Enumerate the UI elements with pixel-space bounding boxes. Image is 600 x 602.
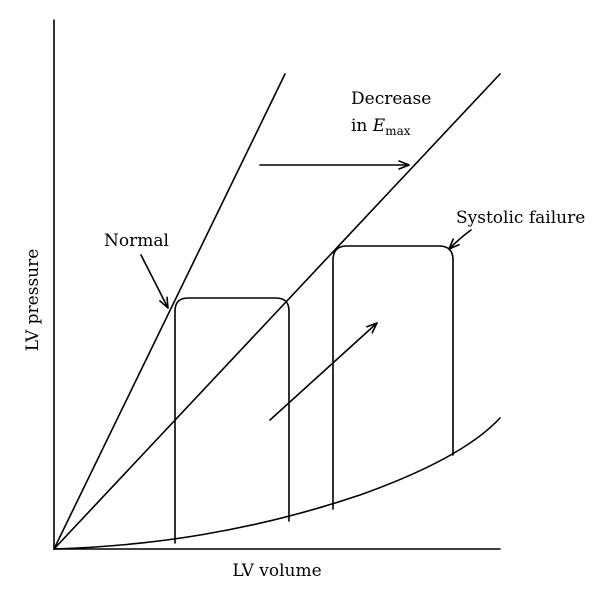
decreased-emax-espvr-line: [53, 73, 501, 550]
decrease-emax-label: in Emax: [351, 116, 411, 138]
y-axis-label: LV pressure: [23, 249, 43, 352]
systolic-failure-pv-loop: [332, 245, 454, 510]
x-axis-label: LV volume: [232, 561, 321, 581]
normal-pointer-arrow: [140, 254, 169, 309]
decrease-in-text: in: [351, 116, 373, 136]
normal-label: Normal: [104, 231, 169, 251]
decrease-label: Decrease: [351, 89, 431, 109]
normal-espvr-line: [53, 73, 286, 550]
systolic-failure-label: Systolic failure: [456, 208, 585, 228]
diagonal-arrow-icon: [269, 322, 378, 421]
systolic-failure-pointer-arrow: [448, 229, 472, 250]
normal-pv-loop: [174, 297, 290, 544]
emax-symbol: E: [372, 116, 386, 136]
edpvr-curve: [53, 417, 501, 550]
emax-subscript: max: [385, 124, 411, 138]
